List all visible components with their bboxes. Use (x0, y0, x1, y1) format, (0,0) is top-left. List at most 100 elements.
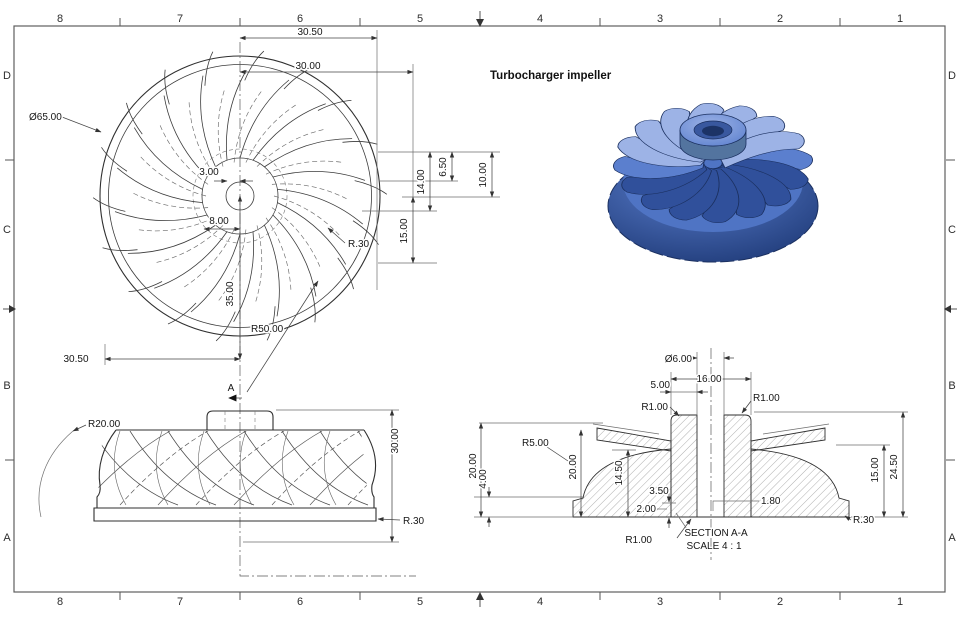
dim-r30-base: R.30 (853, 515, 875, 526)
blade-strip-left (596, 427, 672, 452)
row-label-left: D (3, 70, 11, 82)
row-label-right: D (948, 70, 956, 82)
blade-curve (102, 224, 216, 254)
front-dimensions: 30.50 30.00 Ø65.00 3.00 8.00 R.30 14.00 … (28, 26, 500, 393)
dim-r1-left: R1.00 (641, 402, 668, 413)
render-view (607, 103, 819, 263)
blade-curve (271, 431, 361, 506)
dim-h10: 10.00 (478, 162, 489, 187)
dim-h145: 14.50 (614, 460, 625, 485)
col-label-top: 4 (537, 13, 543, 25)
dim-base-radius: R.30 (403, 516, 425, 527)
row-label-right: C (948, 224, 956, 236)
section-label: SECTION A-A (684, 528, 748, 539)
blade-curve (138, 154, 207, 197)
blade-curve (323, 431, 337, 506)
blade-curve (309, 431, 369, 506)
blade-curve (239, 67, 313, 159)
blade-curve (272, 171, 388, 195)
ruler-ticks (5, 18, 955, 600)
dim-bore-dia: Ø6.00 (665, 354, 693, 365)
row-label-right: B (948, 380, 955, 392)
center-mark-right-icon (944, 305, 957, 313)
hub-wall-right (723, 414, 752, 518)
blade-curve (281, 431, 295, 506)
col-label-top: 7 (177, 13, 183, 25)
dim-hub-width: 16.00 (696, 374, 721, 385)
blade-curve (153, 225, 224, 264)
render-blade (718, 131, 805, 169)
hidden-bore-lines (224, 411, 256, 430)
col-label-top: 2 (777, 13, 783, 25)
dim-h20-outer: 20.00 (468, 453, 479, 478)
blade-curve (245, 103, 299, 163)
blade-curve (264, 224, 280, 341)
front-blade-curves (92, 50, 388, 342)
blade-curve (264, 138, 378, 168)
sheet-frame: 8 7 6 5 4 3 2 1 8 7 6 5 4 3 2 1 D C B A … (3, 11, 957, 608)
dim-offset: 3.00 (199, 167, 219, 178)
dim-h15-right: 15.00 (870, 457, 881, 482)
dim-h20-inner: 20.00 (568, 454, 579, 479)
blade-curve (200, 51, 216, 168)
blade-curve (233, 431, 323, 506)
blade-curve (195, 431, 285, 506)
dim-t18: 1.80 (761, 496, 781, 507)
dim-t2: 2.00 (637, 504, 657, 515)
blade-curve (205, 431, 293, 506)
section-letter: A (228, 383, 235, 394)
blade-curve (119, 431, 209, 506)
blade-curve (277, 202, 354, 290)
dim-height: 30.00 (390, 428, 401, 453)
blade-curve (163, 69, 208, 178)
blade-curve (181, 229, 235, 289)
blade-curve (136, 217, 215, 232)
dim-h65: 6.50 (438, 157, 449, 177)
blade-curve (271, 207, 322, 270)
col-label-top: 5 (417, 13, 423, 25)
dim-h245: 24.50 (889, 454, 900, 479)
blade-curve (97, 431, 171, 506)
side-view: 30.00 R.30 R20.00 A (38, 382, 426, 543)
left-profile (96, 429, 117, 508)
center-mark-top-icon (476, 11, 484, 27)
col-label-bottom: 1 (897, 596, 903, 608)
blade-curve (155, 431, 169, 506)
body-right (750, 448, 850, 518)
col-label-top: 3 (657, 13, 663, 25)
col-label-top: 8 (57, 13, 63, 25)
section-dimensions: Ø6.00 16.00 5.00 R1.00 R1.00 20.00 4.00 … (467, 352, 908, 554)
blade-curve (167, 233, 241, 325)
col-label-top: 6 (297, 13, 303, 25)
col-label-bottom: 8 (57, 596, 63, 608)
blade-curve (239, 431, 253, 506)
blade-curve (281, 431, 369, 506)
blade-curve (319, 431, 369, 506)
blade-curve (197, 431, 211, 506)
blade-curve (128, 231, 228, 293)
section-view: Ø6.00 16.00 5.00 R1.00 R1.00 20.00 4.00 … (467, 348, 908, 560)
col-label-bottom: 3 (657, 596, 663, 608)
dim-fillet-radius: R20.00 (88, 419, 121, 430)
dim-r1-bottom: R1.00 (625, 535, 652, 546)
blade-strip-right (750, 427, 826, 452)
centerline (239, 42, 416, 577)
hub-boss-outline (206, 410, 274, 430)
hub-hole (702, 125, 724, 137)
shroud-edges (592, 423, 830, 435)
blade-curve (101, 147, 203, 203)
row-label-left: B (3, 380, 10, 392)
blade-curve (243, 431, 331, 506)
blade-curve (167, 431, 255, 506)
render-hub (679, 113, 747, 161)
right-profile (363, 429, 376, 508)
blade-curve (254, 225, 263, 305)
dim-tip-radius: R.30 (348, 239, 370, 250)
blade-curve (273, 195, 342, 238)
dim-blade-width: 30.00 (295, 61, 320, 72)
dim-r5: R5.00 (522, 438, 549, 449)
row-label-left: A (3, 532, 11, 544)
blade-curve (265, 217, 292, 293)
blade-curve (126, 102, 203, 190)
